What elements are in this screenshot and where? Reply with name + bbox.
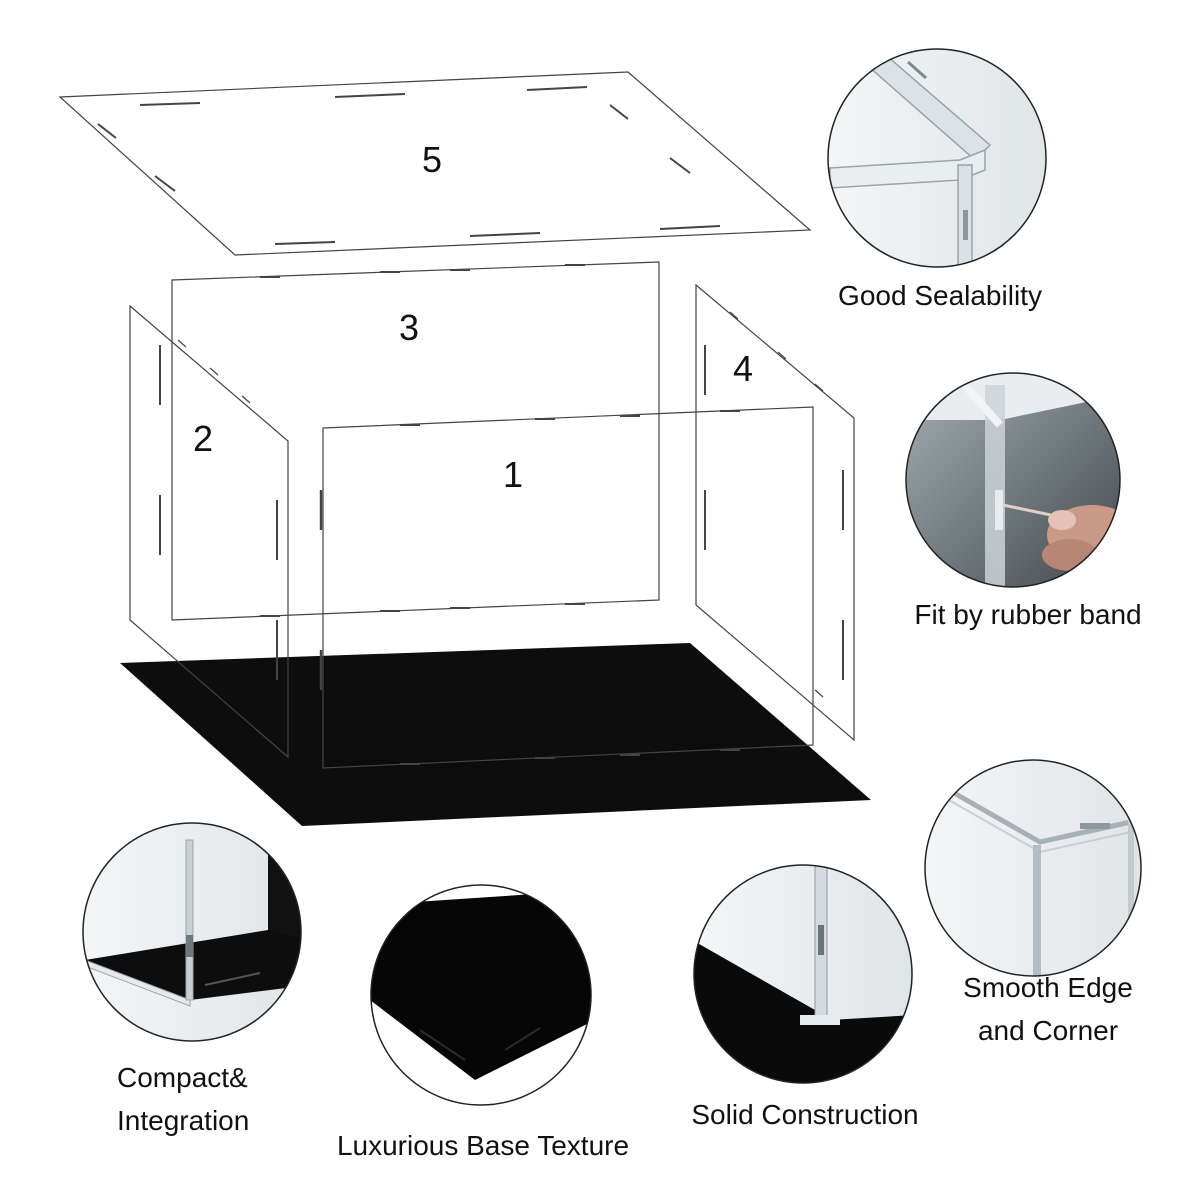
caption-smooth-edge-and-corner: Smooth Edge and Corner — [920, 966, 1176, 1052]
panel-number-3: 3 — [399, 307, 419, 348]
caption-good-sealability: Good Sealability — [838, 280, 1042, 311]
panel-number-5: 5 — [422, 139, 442, 180]
sealability-detail-image — [827, 48, 1047, 268]
smooth-edge-detail-image — [924, 759, 1142, 977]
panel-number-4: 4 — [733, 348, 753, 389]
base-texture-detail-image — [370, 884, 592, 1106]
solid-construction-detail-image — [693, 864, 913, 1084]
black-base-plate — [120, 643, 871, 826]
caption-compact-line1: Compact& — [117, 1062, 248, 1093]
caption-compact-integration: Compact& Integration — [117, 1056, 337, 1142]
panel-number-2: 2 — [193, 418, 213, 459]
rubber-band-detail-image — [905, 372, 1121, 588]
caption-fit-by-rubber-band: Fit by rubber band — [914, 599, 1142, 630]
caption-luxurious-base-texture: Luxurious Base Texture — [336, 1130, 630, 1161]
panel-2-left-side — [129, 304, 289, 759]
panel-1-front — [319, 406, 814, 769]
panel-4-right-side — [695, 283, 855, 742]
panel-number-1: 1 — [503, 454, 523, 495]
caption-compact-line2: Integration — [117, 1105, 250, 1136]
caption-smooth-edge-line1: Smooth Edge — [963, 972, 1133, 1003]
caption-solid-construction: Solid Construction — [691, 1099, 919, 1130]
panel-5-top-lid — [58, 71, 812, 256]
panel-3-back — [171, 261, 660, 621]
caption-smooth-edge-line2: and Corner — [977, 1015, 1119, 1046]
compact-detail-image — [82, 822, 302, 1042]
